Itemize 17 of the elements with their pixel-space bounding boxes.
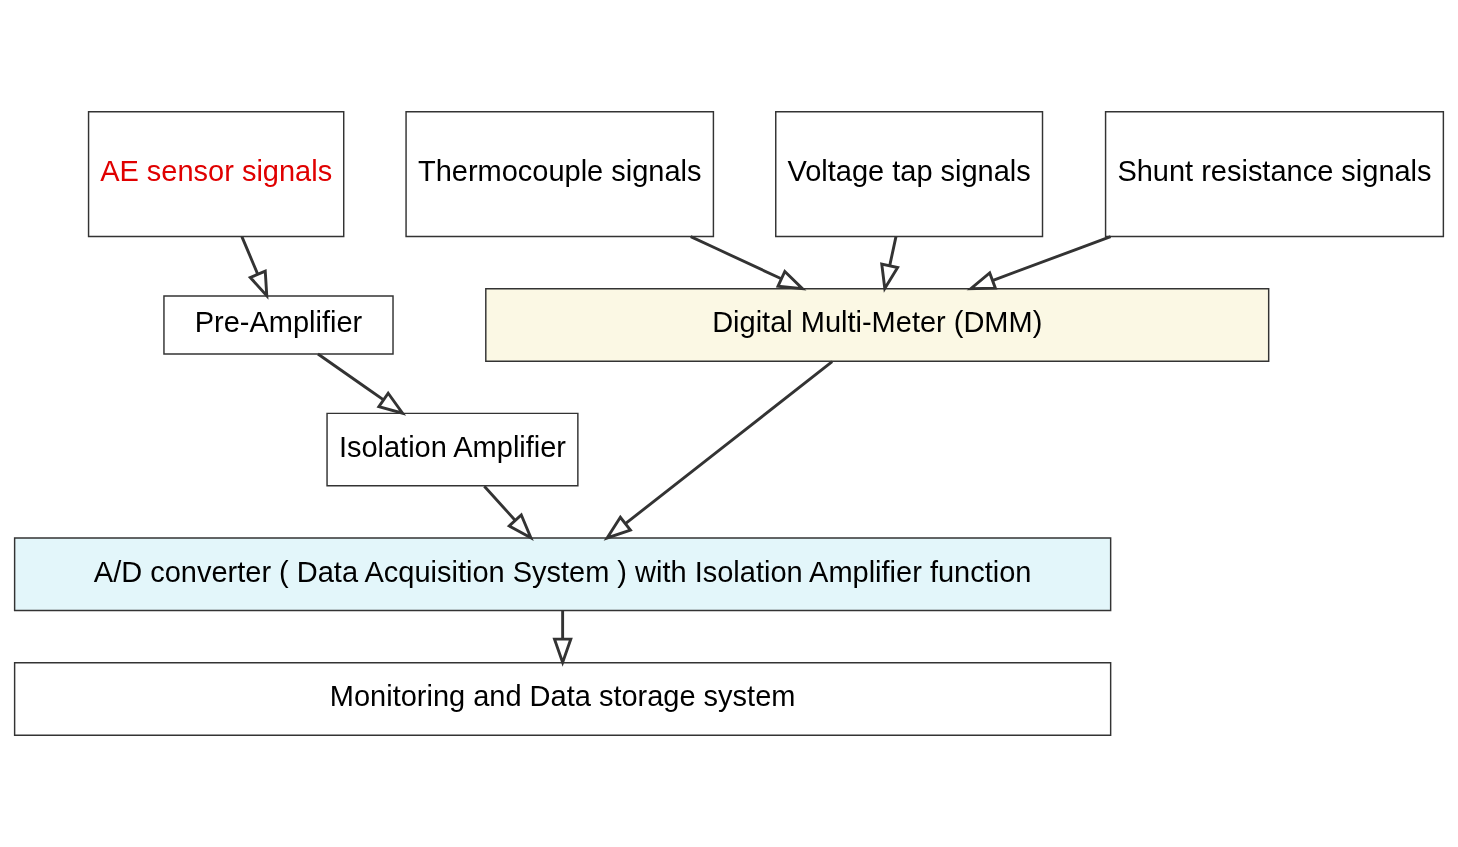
node-box: Isolation Amplifier bbox=[326, 412, 579, 487]
node-box: Monitoring and Data storage system bbox=[13, 662, 1112, 736]
node-box: AE sensor signals bbox=[87, 111, 345, 238]
arrow bbox=[966, 235, 1112, 291]
arrow bbox=[690, 235, 807, 291]
node-box: Pre-Amplifier bbox=[163, 295, 394, 355]
arrow bbox=[603, 360, 834, 541]
node-box: Voltage tap signals bbox=[775, 111, 1044, 238]
arrow bbox=[240, 236, 269, 300]
arrow bbox=[483, 485, 534, 541]
node-box: Thermocouple signals bbox=[405, 111, 715, 238]
node-box: Digital Multi-Meter (DMM) bbox=[485, 287, 1270, 362]
node-box: Shunt resistance signals bbox=[1104, 111, 1445, 238]
arrow bbox=[880, 236, 900, 293]
arrow bbox=[552, 610, 573, 667]
node-box: A/D converter ( Data Acquisition System ) with Isolation Amplifier function bbox=[13, 537, 1112, 612]
arrow bbox=[317, 352, 407, 416]
